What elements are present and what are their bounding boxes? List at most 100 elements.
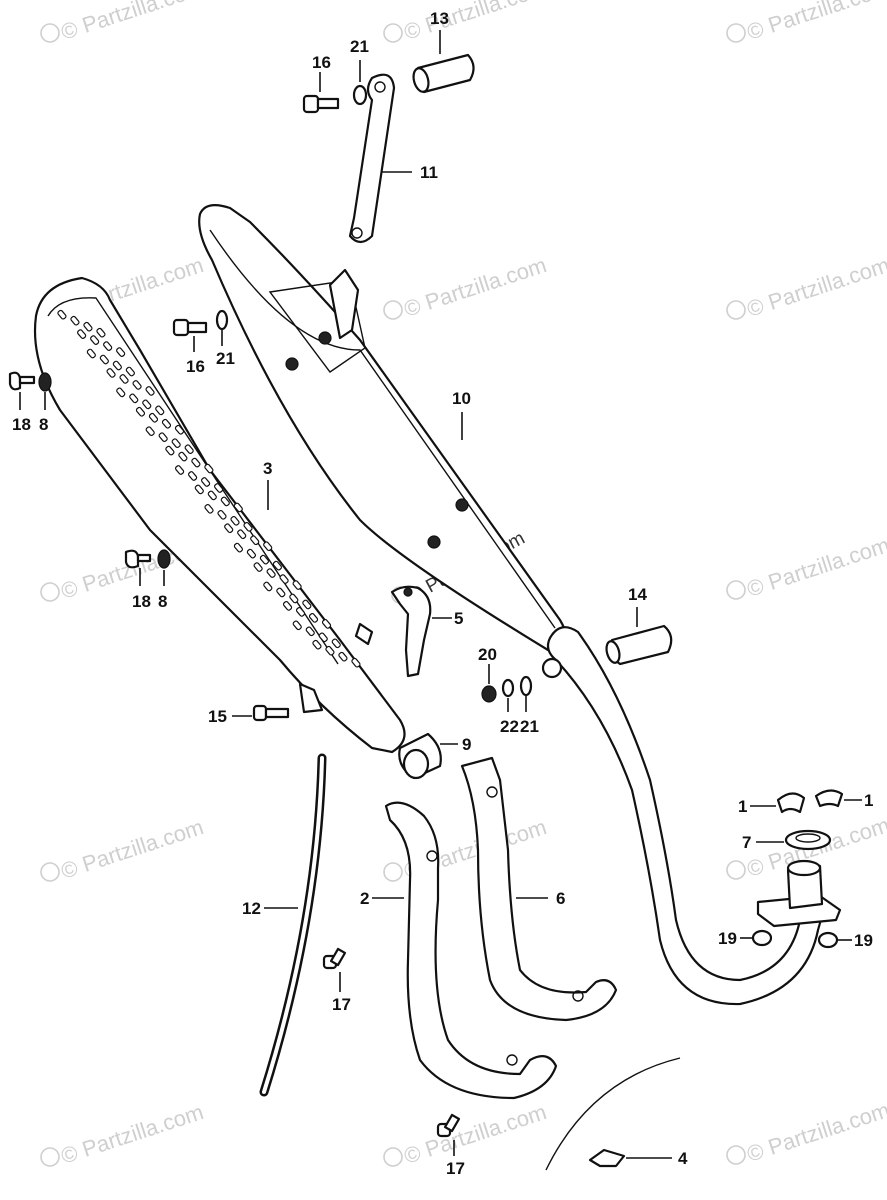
protector-hole bbox=[325, 645, 335, 656]
watermark: © Partzilla.com bbox=[383, 252, 550, 322]
label-12: 12 bbox=[242, 899, 261, 918]
nut-part-19-right bbox=[817, 931, 852, 949]
protector-hole bbox=[246, 548, 256, 559]
protector-hole bbox=[155, 405, 165, 416]
protector-hole bbox=[204, 503, 214, 514]
protector-hole bbox=[165, 445, 175, 456]
watermark: © Partzilla.com bbox=[726, 1097, 887, 1167]
watermark-text: © Partzilla.com bbox=[58, 1099, 207, 1169]
watermark: © Partzilla.com bbox=[40, 1099, 207, 1169]
collar-part-13 bbox=[412, 30, 475, 94]
joint-collar-part-1-left bbox=[750, 792, 806, 814]
watermark-text: © Partzilla.com bbox=[401, 1099, 550, 1169]
watermark-text: © Partzilla.com bbox=[58, 814, 207, 884]
protector-hole bbox=[158, 432, 168, 443]
label-21-top: 21 bbox=[350, 37, 369, 56]
part-labels: 13 21 16 11 16 21 18 8 10 3 18 8 5 14 20… bbox=[12, 9, 873, 1178]
protector-hole bbox=[161, 418, 172, 429]
protector-hole bbox=[289, 593, 299, 604]
protector-hole bbox=[145, 426, 155, 437]
protector-hole bbox=[233, 502, 243, 513]
label-21-mid-left: 21 bbox=[216, 349, 235, 368]
label-16-top: 16 bbox=[312, 53, 331, 72]
watermark-text: © Partzilla.com bbox=[401, 0, 550, 45]
exhaust-pipe bbox=[541, 626, 824, 1006]
protector-hole bbox=[312, 639, 322, 650]
bolt-part-16-top bbox=[302, 72, 340, 114]
watermark: © Partzilla.com bbox=[726, 252, 887, 322]
watermark: © Partzilla.com bbox=[40, 814, 207, 884]
watermark-text: © Partzilla.com bbox=[744, 0, 887, 45]
watermark: © Partzilla.com bbox=[383, 1099, 550, 1169]
protector-hole bbox=[191, 457, 201, 468]
bracket-part-11 bbox=[348, 73, 412, 244]
watermark-text: © Partzilla.com bbox=[744, 1097, 887, 1167]
protector-hole bbox=[77, 329, 87, 339]
nut-part-19-left bbox=[740, 929, 773, 947]
protector-hole bbox=[331, 638, 341, 649]
protector-hole bbox=[57, 309, 67, 320]
joint-collar-part-1-right bbox=[814, 789, 862, 808]
label-14: 14 bbox=[628, 585, 647, 604]
protector-hole bbox=[292, 580, 302, 590]
label-17-upper: 17 bbox=[332, 995, 351, 1014]
protector-hole bbox=[220, 496, 230, 507]
washer-part-21-mid bbox=[519, 675, 533, 712]
label-8-upper: 8 bbox=[39, 415, 48, 434]
watermark-text: © Partzilla.com bbox=[58, 0, 207, 45]
protector-hole bbox=[90, 335, 100, 345]
protector-hole bbox=[200, 477, 211, 487]
label-13: 13 bbox=[430, 9, 449, 28]
protector-hole bbox=[125, 366, 135, 377]
protector-hole bbox=[351, 657, 361, 668]
protector-hole bbox=[230, 515, 240, 526]
label-3: 3 bbox=[263, 459, 272, 478]
protector-hole bbox=[116, 387, 126, 398]
protector-hole bbox=[263, 581, 273, 592]
label-22: 22 bbox=[500, 717, 519, 736]
label-18-upper: 18 bbox=[12, 415, 31, 434]
bolt-part-17-lower bbox=[436, 1113, 461, 1156]
protector-holes bbox=[57, 309, 361, 668]
protector-hole bbox=[142, 399, 152, 410]
protector-hole bbox=[103, 341, 113, 351]
bolt-part-17-upper bbox=[322, 947, 347, 992]
label-17-lower: 17 bbox=[446, 1159, 465, 1178]
gasket-part-7 bbox=[756, 829, 832, 851]
grommet-part-8-upper bbox=[38, 372, 52, 410]
label-4: 4 bbox=[678, 1149, 688, 1168]
protector-hole bbox=[187, 471, 198, 481]
protector-hole bbox=[217, 509, 227, 520]
protector-hole bbox=[259, 554, 269, 565]
protector-hole bbox=[243, 521, 253, 532]
rod-part-12 bbox=[259, 753, 327, 1097]
protector-hole bbox=[233, 542, 243, 553]
protector-hole bbox=[112, 360, 122, 371]
protector-hole bbox=[292, 620, 302, 631]
label-1-left: 1 bbox=[738, 797, 747, 816]
protector-hole bbox=[263, 541, 273, 552]
protector-hole bbox=[207, 490, 217, 501]
heat-guard-part-6 bbox=[460, 756, 618, 1022]
protector-hole bbox=[237, 529, 247, 540]
label-11: 11 bbox=[420, 163, 438, 182]
protector-hole bbox=[86, 348, 96, 359]
bracket-part-4 bbox=[545, 1057, 681, 1171]
protector-hole bbox=[132, 380, 142, 390]
label-7: 7 bbox=[742, 833, 751, 852]
protector-hole bbox=[282, 601, 293, 611]
label-10: 10 bbox=[452, 389, 471, 408]
protector-hole bbox=[302, 599, 312, 610]
label-8-lower: 8 bbox=[158, 592, 167, 611]
protector-hole bbox=[171, 438, 181, 449]
protector-hole bbox=[253, 562, 263, 572]
washer-part-22 bbox=[501, 678, 515, 712]
label-1-right: 1 bbox=[864, 791, 873, 810]
protector-hole bbox=[213, 483, 224, 493]
protector-hole bbox=[116, 347, 126, 357]
grommet-part-8-lower bbox=[157, 549, 171, 586]
muffler-protector-part-3 bbox=[33, 276, 406, 754]
label-21-mid: 21 bbox=[520, 717, 539, 736]
nut-part-20 bbox=[481, 664, 497, 703]
